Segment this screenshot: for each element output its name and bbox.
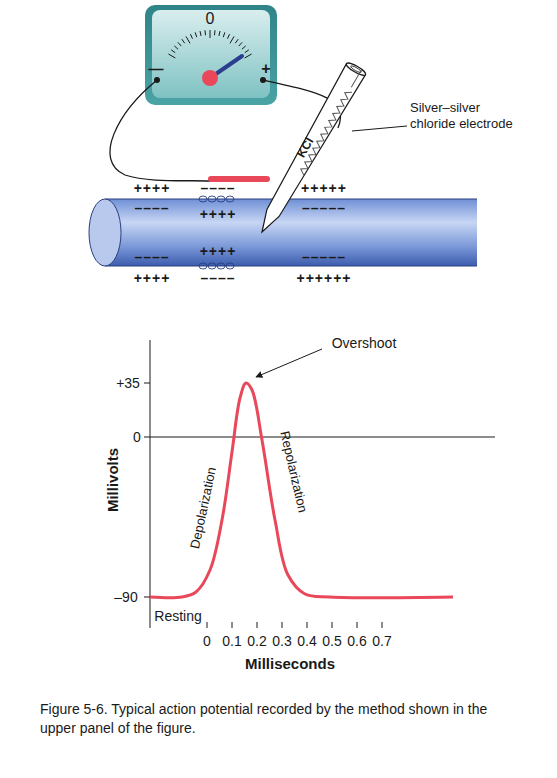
meter-scale-label: 0 [206,10,215,28]
axis-title: Millivolts [104,448,121,512]
axis-tick-label: +35 [116,375,140,391]
action-potential-curve [150,383,453,598]
axis-tick-label: 0.4 [297,633,316,649]
meter-scale-label: + [261,60,270,78]
graph-axes [144,340,495,628]
axis-tick-label: 0.1 [222,633,241,649]
charge-signs: ++++ [200,243,237,259]
charge-signs: ++++ [200,206,237,222]
charge-signs: ++++ [134,270,171,286]
meter-scale-label: — [149,60,164,77]
axis-tick-label: 0.3 [272,633,291,649]
axis-tick-label: 0.6 [347,633,366,649]
callout-label: Overshoot [332,335,397,351]
axis-title: Milliseconds [245,655,335,672]
voltmeter [145,5,277,105]
charge-signs: –––– [134,249,169,265]
charge-signs: +++++ [301,180,347,196]
axis-tick-label: 0.2 [247,633,266,649]
leader-line [352,126,407,131]
figure-caption: Figure 5-6. Typical action potential rec… [40,700,520,738]
callout-label: Silver–silver chloride electrode [410,100,522,133]
charge-signs: ––––– [302,200,346,216]
microelectrode [252,61,367,237]
axis-tick-label: 0.5 [322,633,341,649]
charge-signs: ++++ [134,180,171,196]
axis-tick-label: –90 [114,589,137,605]
phase-label: Depolarization [188,466,220,550]
leader-arrow [256,349,322,377]
meter-face: 0 — + [145,5,277,105]
pivot [202,70,218,86]
charge-signs: ––––– [302,249,346,265]
charge-signs: –––– [134,200,169,216]
axis-tick-label: 0 [133,429,141,445]
charge-signs: ++++++ [296,270,351,286]
charge-signs: –––– [200,180,235,196]
wire [110,80,210,181]
axis-tick-label: 0 [203,633,211,649]
charge-signs: –––– [200,270,235,286]
axis-tick-label: 0.7 [372,633,391,649]
solution-label: KCl [295,136,317,161]
phase-label: Repolarization [276,430,309,514]
phase-label: Resting [154,608,201,624]
